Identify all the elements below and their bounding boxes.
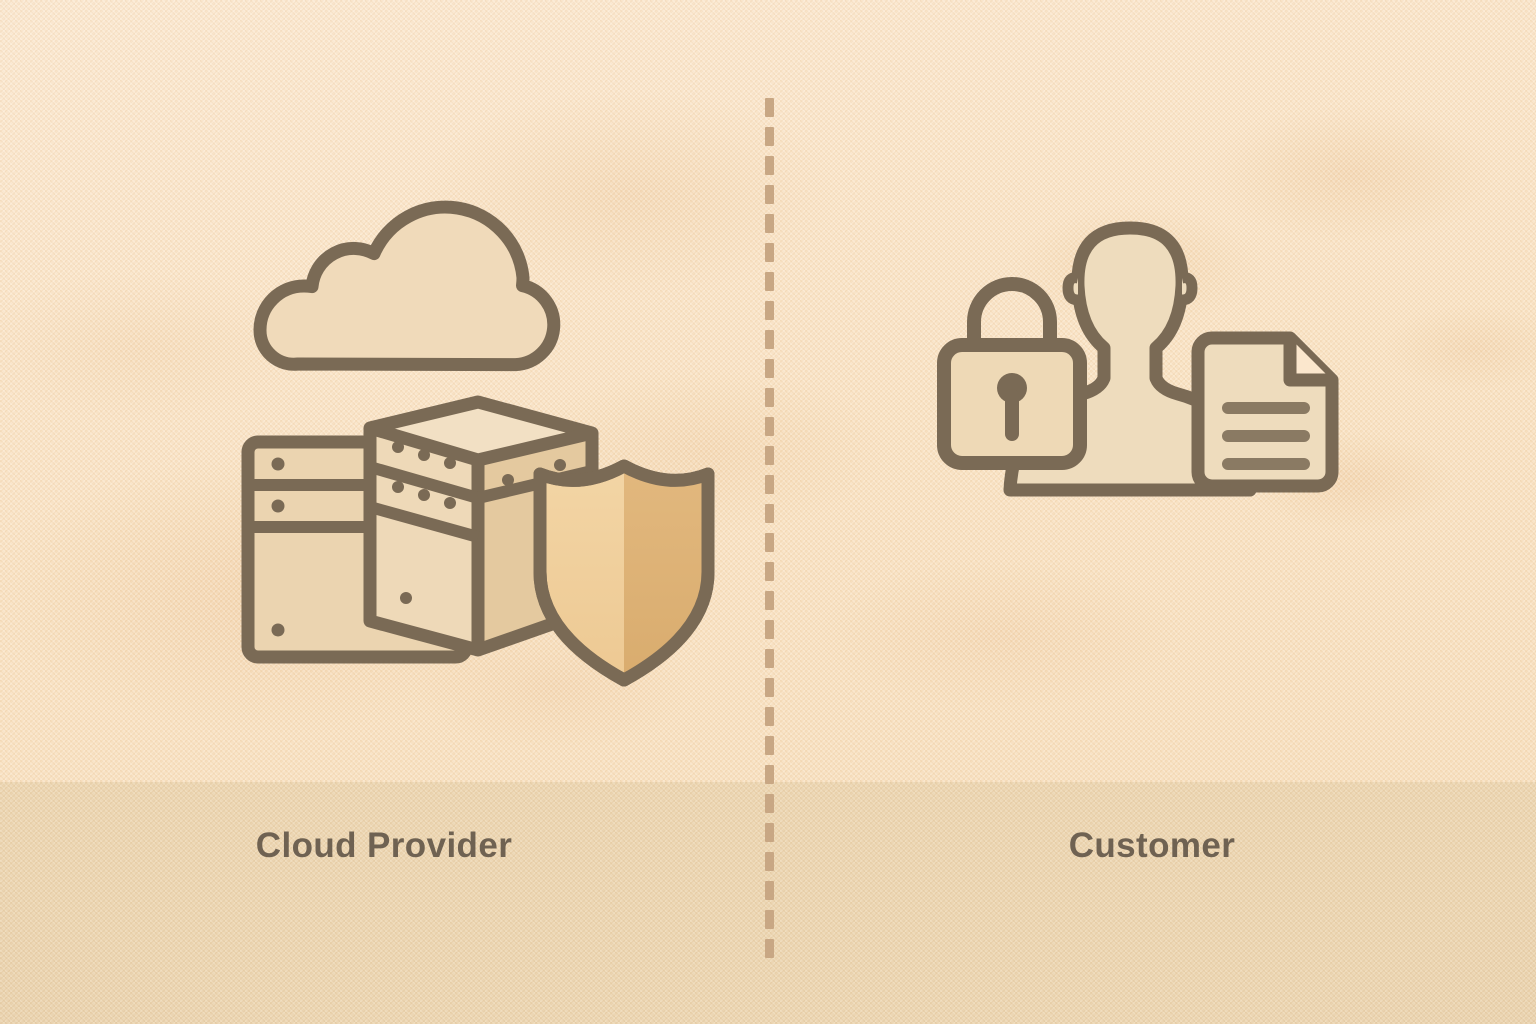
caption-band-grain <box>0 782 1536 1024</box>
divider-dash <box>765 736 774 755</box>
divider-dash <box>765 272 774 291</box>
divider-dash <box>765 649 774 668</box>
shield-icon <box>533 459 715 687</box>
cloud-icon <box>253 200 561 372</box>
divider-dash <box>765 185 774 204</box>
divider-dash <box>765 417 774 436</box>
caption-band-grain-2 <box>0 782 1536 1024</box>
lock-icon <box>937 277 1087 470</box>
divider-dash <box>765 881 774 900</box>
divider-dash <box>765 475 774 494</box>
divider-dash <box>765 214 774 233</box>
divider-dash <box>765 707 774 726</box>
divider-dash <box>765 910 774 929</box>
divider-dash <box>765 823 774 842</box>
divider-dash <box>765 852 774 871</box>
divider-dash <box>765 939 774 958</box>
divider-dash <box>765 359 774 378</box>
divider-dash <box>765 620 774 639</box>
divider-dash <box>765 591 774 610</box>
divider-dash <box>765 98 774 117</box>
divider-dash <box>765 504 774 523</box>
divider-dash <box>765 678 774 697</box>
caption-customer: Customer <box>1068 826 1236 865</box>
divider-dash <box>765 765 774 784</box>
divider-dash <box>765 794 774 813</box>
cloud-provider-icon-group <box>220 180 715 687</box>
divider-dash <box>765 330 774 349</box>
caption-cloud-provider: Cloud Provider <box>255 826 513 865</box>
divider-dash <box>765 533 774 552</box>
vertical-dashed-divider <box>765 98 774 968</box>
document-icon <box>1191 331 1339 493</box>
caption-band <box>0 782 1536 1024</box>
divider-dash <box>765 301 774 320</box>
divider-dash <box>765 562 774 581</box>
divider-dash <box>765 388 774 407</box>
divider-dash <box>765 446 774 465</box>
customer-icon-group <box>937 190 1350 510</box>
divider-dash <box>765 243 774 262</box>
divider-dash <box>765 127 774 146</box>
divider-dash <box>765 156 774 175</box>
